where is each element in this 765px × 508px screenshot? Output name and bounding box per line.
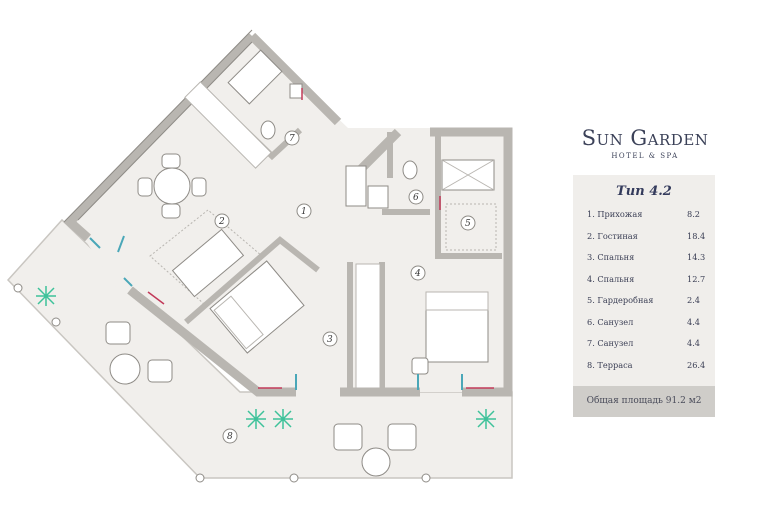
brand-name: Sun Garden xyxy=(581,126,709,150)
floor-plan: 1 2 3 4 5 6 7 8 xyxy=(6,29,513,483)
room-number-6: 6 xyxy=(413,193,419,203)
apartment-floor xyxy=(70,36,510,398)
apartment-info-panel: Тип 4.2 1. Прихожая 8.2 2. Гостиная 18.4 3… xyxy=(573,175,715,417)
room-number-7: 7 xyxy=(289,134,295,144)
toilet-6 xyxy=(402,160,418,180)
room-row: 6. Санузел 4.4 xyxy=(587,317,707,339)
toilet-7 xyxy=(260,120,276,140)
terrace-chair-2 xyxy=(147,359,173,383)
room-label: 7. Санузел xyxy=(587,338,634,348)
closet xyxy=(345,165,367,207)
room-number-markers xyxy=(214,130,476,444)
terrace-chair-3 xyxy=(333,423,363,451)
sofa xyxy=(171,228,245,298)
room-number-8: 8 xyxy=(227,432,233,442)
sink-6 xyxy=(367,185,389,209)
room-number-3: 3 xyxy=(327,335,333,345)
inner-walls xyxy=(184,93,502,392)
outer-wall-edges xyxy=(63,29,253,223)
room-number-4: 4 xyxy=(414,269,421,279)
room-area: 4.4 xyxy=(687,316,701,327)
room-row: 2. Гостиная 18.4 xyxy=(587,231,707,253)
brand-subtitle: HOTEL & SPA xyxy=(611,152,679,160)
room-row: 8. Терраса 26.4 xyxy=(587,360,707,382)
apartment-type-title: Тип 4.2 xyxy=(616,184,672,199)
bed-4 xyxy=(425,291,489,363)
terrace-table-1 xyxy=(109,353,141,385)
room-area: 8.2 xyxy=(687,209,701,219)
room-label: 6. Санузел xyxy=(587,316,634,327)
plant-icons xyxy=(36,286,496,429)
brand-logo: Sun Garden HOTEL & SPA xyxy=(560,126,730,160)
room-label: 8. Терраса xyxy=(587,359,633,370)
total-area: Общая площадь 91.2 м2 xyxy=(573,386,715,417)
wardrobe-3 xyxy=(355,263,381,389)
room-row: 5. Гардеробная 2.4 xyxy=(587,295,707,317)
room-number-2: 2 xyxy=(218,217,225,227)
room-area: 26.4 xyxy=(687,359,706,370)
room-label: 5. Гардеробная xyxy=(587,295,654,305)
terrace-chair-4 xyxy=(387,423,417,451)
room-row: 4. Спальня 12.7 xyxy=(587,274,707,296)
room-area: 14.3 xyxy=(687,252,706,262)
room-label: 2. Гостиная xyxy=(587,230,638,241)
room-number-1: 1 xyxy=(301,207,307,217)
wardrobe-shelves xyxy=(445,203,497,251)
room-label: 3. Спальня xyxy=(587,252,635,262)
room-row: 7. Санузел 4.4 xyxy=(587,338,707,360)
sink-7 xyxy=(289,83,303,99)
radiators xyxy=(147,88,494,389)
room-area: 12.7 xyxy=(687,273,706,284)
rug xyxy=(149,209,263,305)
bathtub xyxy=(227,49,283,105)
room-area: 4.4 xyxy=(687,338,701,348)
room-row: 1. Прихожая 8.2 xyxy=(587,209,707,231)
room-label: 4. Спальня xyxy=(587,273,635,284)
room-row: 3. Спальня 14.3 xyxy=(587,252,707,274)
room-list: 1. Прихожая 8.2 2. Гостиная 18.4 3. Спальн… xyxy=(587,209,707,381)
dining-table xyxy=(153,167,191,205)
windows xyxy=(89,235,463,390)
room-number-5: 5 xyxy=(465,219,471,229)
bed-3 xyxy=(209,260,305,354)
terrace-chair-1 xyxy=(105,321,131,345)
room-area: 18.4 xyxy=(687,230,706,241)
room-label: 1. Прихожая xyxy=(587,209,643,219)
terrace-table-2 xyxy=(361,447,391,477)
room-area: 2.4 xyxy=(687,295,701,305)
kitchen-counter xyxy=(184,81,272,169)
